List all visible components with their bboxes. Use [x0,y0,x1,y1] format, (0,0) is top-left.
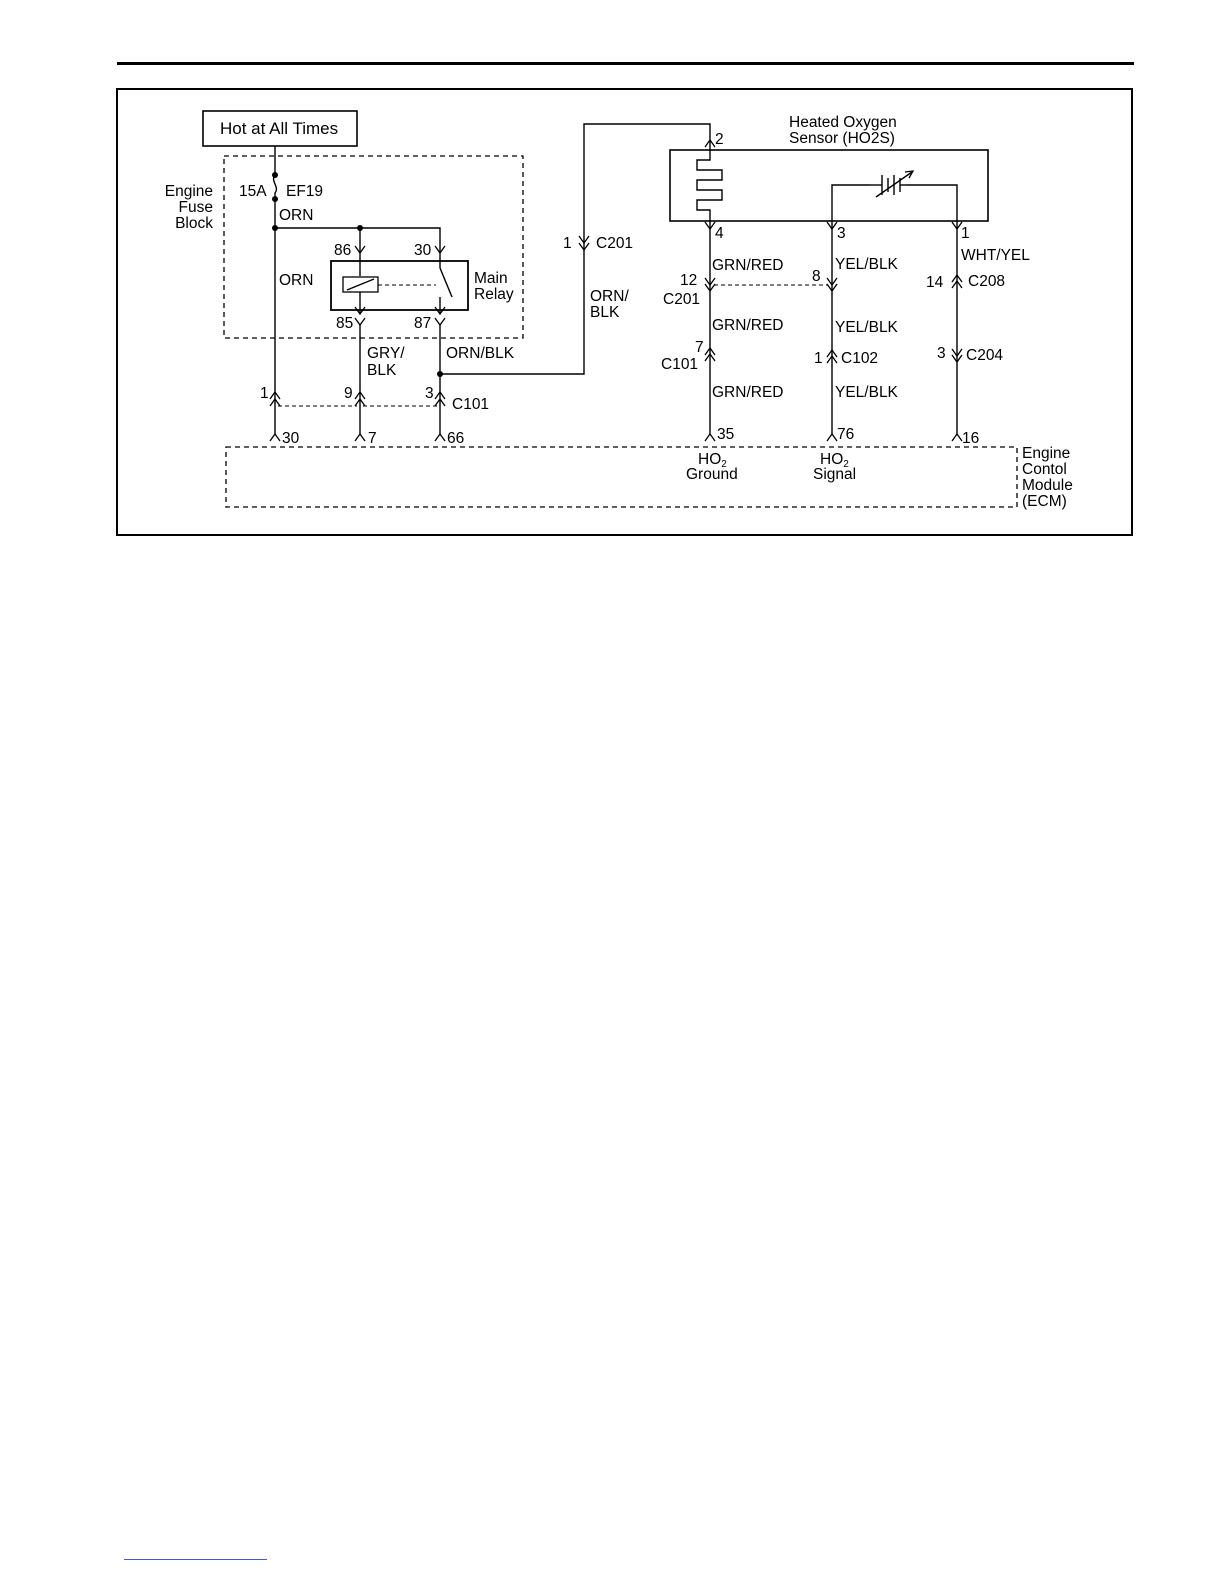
c101-right-label: C101 [661,356,698,373]
ecm-pin-30: 30 [282,430,300,447]
ecm-pin-connectors-left [269,432,446,442]
wire-label-wht-yel: WHT/YEL [961,247,1030,264]
c201-top-label: C201 [596,235,633,252]
fuse-block-label-3: Block [175,215,213,232]
fuse-block-label-2: Fuse [179,199,213,216]
relay-pin-30: 30 [414,242,432,259]
c208-pin: 14 [926,274,944,291]
connector-c102 [826,348,838,364]
fuse-name: EF19 [286,183,323,200]
ecm-label-3: Module [1022,477,1073,494]
connector-85 [354,317,366,327]
wire-label-orn-blk-1: ORN/ [590,288,629,305]
c101-left-label: C101 [452,396,489,413]
c201-top-pin: 1 [563,235,572,252]
ecm-pin-76: 76 [837,426,854,443]
sensor-pin-3: 3 [837,225,846,242]
power-source-box [202,110,358,147]
c201-pin-12: 12 [680,272,697,289]
wire-label-yel-blk-a: YEL/BLK [835,256,899,273]
junction-dot [357,225,363,231]
c102-pin: 1 [814,350,823,367]
relay-switch [434,245,453,316]
ecm-pin-16: 16 [962,430,979,447]
ho2-signal-label-2: Signal [813,466,856,483]
connector-c101-right [704,346,716,362]
sensor-pin-4: 4 [715,225,724,242]
relay-label-2: Relay [474,286,514,303]
sensor-box [669,149,989,222]
wire-label-orn-main: ORN [279,272,313,289]
c204-label: C204 [966,347,1003,364]
c101-pin-9: 9 [344,385,353,402]
footer-link-underline[interactable] [124,1559,267,1560]
ho2-ground-label-2: Ground [686,466,738,483]
connector-c101-left [269,390,446,407]
fuse-block-box [223,155,524,339]
ecm-pin-7: 7 [368,430,377,447]
wire-label-gry-blk-2: BLK [367,362,397,379]
relay-box [330,260,469,311]
sensor-label-1: Heated Oxygen [789,114,897,131]
ecm-label-4: (ECM) [1022,493,1067,510]
c101-pin-3: 3 [425,385,434,402]
power-source-label: Hot at All Times [220,119,338,138]
connector-c201-top [578,235,590,252]
heater-element [696,138,723,231]
wire-to-relay-30 [275,227,441,252]
page-header-rule [117,62,1134,65]
ho2-ground-label: HO2 [698,451,727,470]
wire-label-grn-red-a: GRN/RED [712,257,783,274]
ecm-pin-connectors-right [704,432,963,442]
wire-label-orn-blk-relay: ORN/BLK [446,345,515,362]
ecm-box [225,446,1018,508]
relay-pin-85: 85 [336,315,353,332]
relay-label-1: Main [474,270,508,287]
diagram-frame [116,88,1133,536]
c201-pin-8: 8 [812,268,821,285]
sensor-pin-1: 1 [961,225,970,242]
connector-c201-mid [704,277,838,293]
fuse-block-label-1: Engine [165,183,213,200]
wire-orn-blk-to-sensor [440,123,711,375]
fuse-symbol [272,146,278,202]
ecm-label-2: Contol [1022,461,1067,478]
relay-pin-87: 87 [414,315,431,332]
wire-label-grn-red-c: GRN/RED [712,384,783,401]
sensor-pin-2: 2 [715,131,724,148]
wire-label-yel-blk-c: YEL/BLK [835,384,899,401]
relay-pin-86: 86 [334,242,351,259]
wire-label-grn-red-b: GRN/RED [712,317,783,334]
connector-87 [434,317,446,327]
wire-label-orn-fuse: ORN [279,207,313,224]
c204-pin: 3 [937,345,946,362]
wire-label-yel-blk-b: YEL/BLK [835,319,899,336]
sensor-label-2: Sensor (HO2S) [789,130,895,147]
wire-label-gry-blk-1: GRY/ [367,345,405,362]
ecm-label-1: Engine [1022,445,1070,462]
ecm-pin-66: 66 [447,430,464,447]
c101-pin-7: 7 [695,339,704,356]
ecm-pin-35: 35 [717,426,734,443]
fuse-rating: 15A [239,183,267,200]
connector-c204 [951,348,963,364]
c101-pin-1: 1 [260,385,269,402]
connector-c208 [951,273,963,289]
ho2-signal-label: HO2 [820,451,849,470]
wire-label-orn-blk-2: BLK [590,304,620,321]
c208-label: C208 [968,273,1005,290]
c201-mid-label: C201 [663,291,700,308]
c102-label: C102 [841,350,878,367]
